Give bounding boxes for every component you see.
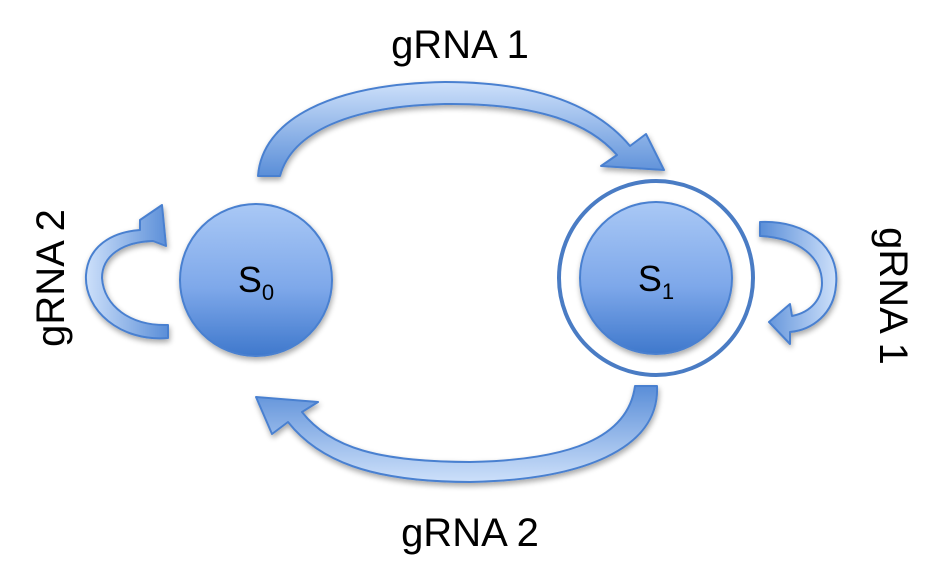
state-s1-name: S bbox=[638, 258, 662, 299]
self-loop-s0-arrow bbox=[84, 204, 169, 340]
state-s0-subscript: 0 bbox=[262, 280, 274, 305]
label-self-loop-s1: gRNA 1 bbox=[871, 227, 915, 365]
self-loop-s0 bbox=[84, 204, 169, 340]
label-s1-to-s0: gRNA 2 bbox=[401, 511, 539, 555]
transition-s1-to-s0 bbox=[255, 385, 659, 483]
self-loop-s1 bbox=[759, 220, 838, 345]
label-s0-to-s1: gRNA 1 bbox=[391, 23, 529, 67]
state-s0: S0 bbox=[179, 203, 333, 357]
transition-s0-to-s1 bbox=[257, 81, 665, 177]
state-s1-label: S1 bbox=[638, 258, 674, 304]
state-s1-circle bbox=[579, 201, 733, 355]
state-s0-label: S0 bbox=[238, 259, 274, 305]
state-s1: S1 bbox=[557, 179, 755, 377]
state-s1-subscript: 1 bbox=[662, 279, 674, 304]
state-s0-circle bbox=[179, 203, 333, 357]
state-s0-name: S bbox=[238, 259, 262, 300]
transition-s0-to-s1-arrow bbox=[257, 81, 665, 177]
label-self-loop-s0: gRNA 2 bbox=[29, 209, 73, 347]
self-loop-s1-arrow bbox=[759, 220, 838, 345]
transition-s1-to-s0-arrow bbox=[255, 385, 659, 483]
